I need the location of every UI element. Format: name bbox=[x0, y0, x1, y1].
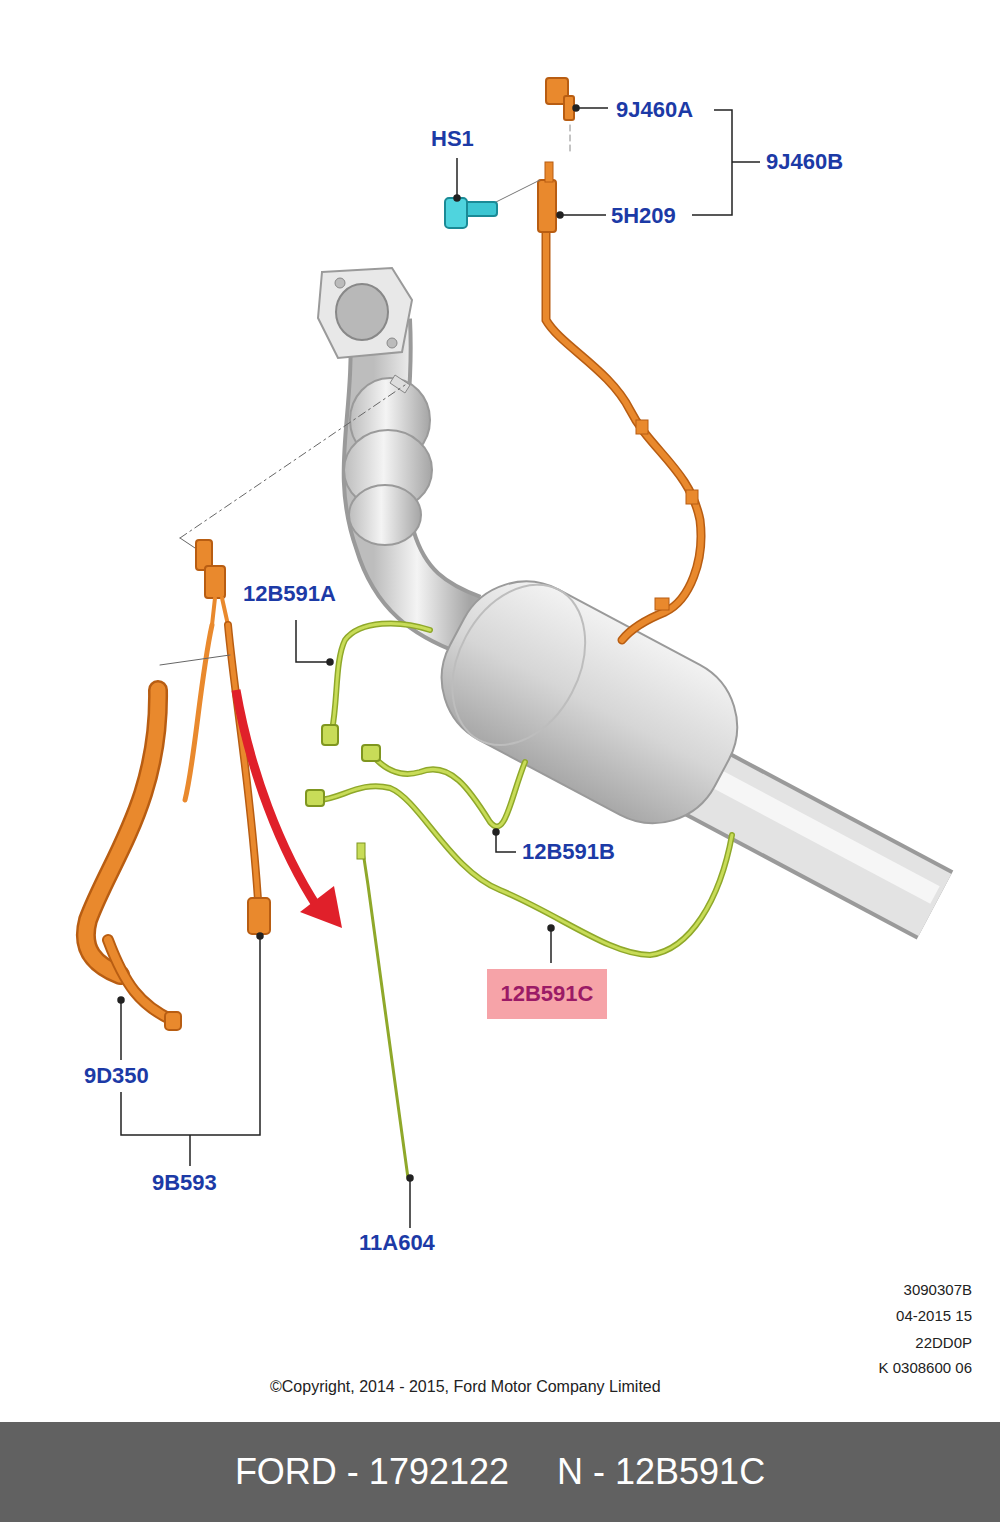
art-path bbox=[546, 230, 701, 640]
art-path bbox=[560, 214, 606, 216]
art-path bbox=[108, 940, 172, 1020]
art-circle bbox=[493, 829, 499, 835]
art-path bbox=[490, 180, 540, 205]
art-path bbox=[362, 845, 408, 1178]
sensor-harness bbox=[538, 78, 701, 640]
art-rect bbox=[445, 198, 467, 228]
node-text: FORD - 1792122 bbox=[235, 1451, 509, 1493]
note-text: 3090307B bbox=[904, 1281, 972, 1298]
art-path bbox=[180, 385, 405, 538]
note-text: ©Copyright, 2014 - 2015, Ford Motor Comp… bbox=[270, 1378, 661, 1396]
art-ellipse bbox=[349, 485, 421, 545]
note-text: 04-2015 15 bbox=[896, 1307, 972, 1324]
art-path bbox=[546, 230, 701, 640]
art-path bbox=[120, 1000, 122, 1060]
art-path bbox=[456, 158, 458, 198]
art-path bbox=[496, 832, 516, 852]
art-path bbox=[86, 690, 158, 975]
part-number: 9J460B bbox=[766, 149, 843, 174]
part-number: HS1 bbox=[431, 126, 474, 151]
art-rect bbox=[362, 745, 380, 761]
note-text: K 0308600 06 bbox=[879, 1359, 972, 1376]
art-rect bbox=[248, 898, 270, 934]
art-rect bbox=[357, 843, 365, 859]
part-number: 12B591B bbox=[522, 839, 615, 864]
note-text: 22DD0P bbox=[915, 1334, 972, 1351]
art-path bbox=[296, 620, 330, 662]
screw bbox=[445, 180, 540, 228]
art-ellipse bbox=[336, 284, 388, 340]
art-path bbox=[570, 125, 571, 155]
art-path bbox=[108, 940, 172, 1020]
art-path bbox=[212, 598, 228, 625]
vacuum-hoses bbox=[86, 385, 405, 1030]
art-path bbox=[121, 936, 260, 1135]
art-rect bbox=[686, 490, 698, 504]
art-circle bbox=[573, 105, 579, 111]
leader-lines bbox=[118, 105, 760, 1228]
art-circle bbox=[407, 1175, 413, 1181]
art-path bbox=[318, 786, 732, 955]
part-number: 9D350 bbox=[84, 1063, 149, 1088]
part-number: 11A604 bbox=[359, 1230, 435, 1255]
footer-band-ground bbox=[0, 1422, 1000, 1522]
art-path bbox=[189, 1135, 191, 1166]
art-circle bbox=[335, 278, 345, 288]
particulate-filter bbox=[417, 557, 762, 848]
art-rect bbox=[165, 1012, 181, 1030]
art-path bbox=[318, 786, 732, 955]
art-rect bbox=[417, 557, 762, 848]
art-rect bbox=[655, 598, 669, 610]
red-arrow bbox=[236, 690, 342, 928]
art-path bbox=[390, 375, 410, 393]
node-text: N - 12B591C bbox=[557, 1451, 765, 1493]
footer-band: FORD - 1792122 N - 12B591C bbox=[0, 1422, 1000, 1522]
art-path bbox=[160, 655, 230, 665]
art-path bbox=[300, 886, 342, 928]
part-number: 5H209 bbox=[611, 203, 676, 228]
art-path bbox=[409, 1178, 411, 1228]
down-pipe bbox=[318, 268, 470, 625]
art-path bbox=[86, 690, 158, 975]
art-rect bbox=[465, 202, 497, 216]
art-rect bbox=[538, 180, 556, 232]
art-path bbox=[550, 928, 552, 963]
highlight-box: 12B591C bbox=[487, 969, 608, 1019]
part-number: 9J460A bbox=[616, 97, 693, 122]
art-path bbox=[180, 538, 195, 548]
art-rect bbox=[545, 162, 553, 182]
art-circle bbox=[118, 997, 124, 1003]
art-path bbox=[576, 107, 608, 109]
part-number: 12B591A bbox=[243, 581, 336, 606]
art-circle bbox=[557, 212, 563, 218]
art-rect bbox=[322, 725, 338, 745]
art-rect bbox=[306, 790, 324, 806]
temperature-sensors bbox=[306, 623, 732, 1178]
art-path bbox=[332, 623, 430, 730]
art-rect bbox=[636, 420, 648, 434]
art-path bbox=[700, 770, 935, 895]
art-circle bbox=[387, 338, 397, 348]
art-path bbox=[332, 623, 430, 730]
art-circle bbox=[327, 659, 333, 665]
tail-pipe bbox=[700, 770, 935, 905]
art-path bbox=[185, 625, 212, 800]
art-path bbox=[318, 268, 412, 358]
art-circle bbox=[454, 195, 460, 201]
node-text: 12B591C bbox=[501, 981, 594, 1007]
art-path bbox=[732, 161, 760, 163]
part-number: 9B593 bbox=[152, 1170, 217, 1195]
art-rect bbox=[205, 566, 225, 598]
art-circle bbox=[257, 933, 263, 939]
art-ellipse bbox=[426, 562, 612, 768]
art-path bbox=[692, 110, 732, 215]
art-circle bbox=[548, 925, 554, 931]
